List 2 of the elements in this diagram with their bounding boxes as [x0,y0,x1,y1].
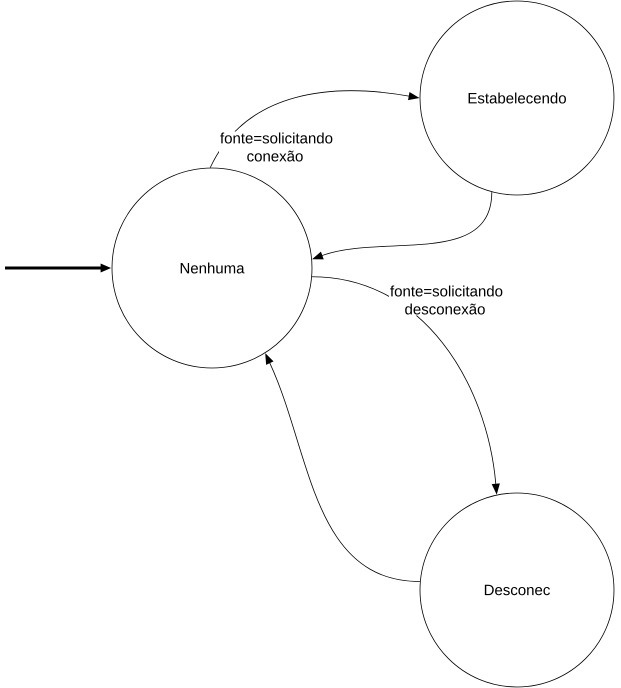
edge-label: fonte=solicitando conexão [219,132,332,162]
edge-label: fonte=solicitando desconexão [389,284,502,316]
